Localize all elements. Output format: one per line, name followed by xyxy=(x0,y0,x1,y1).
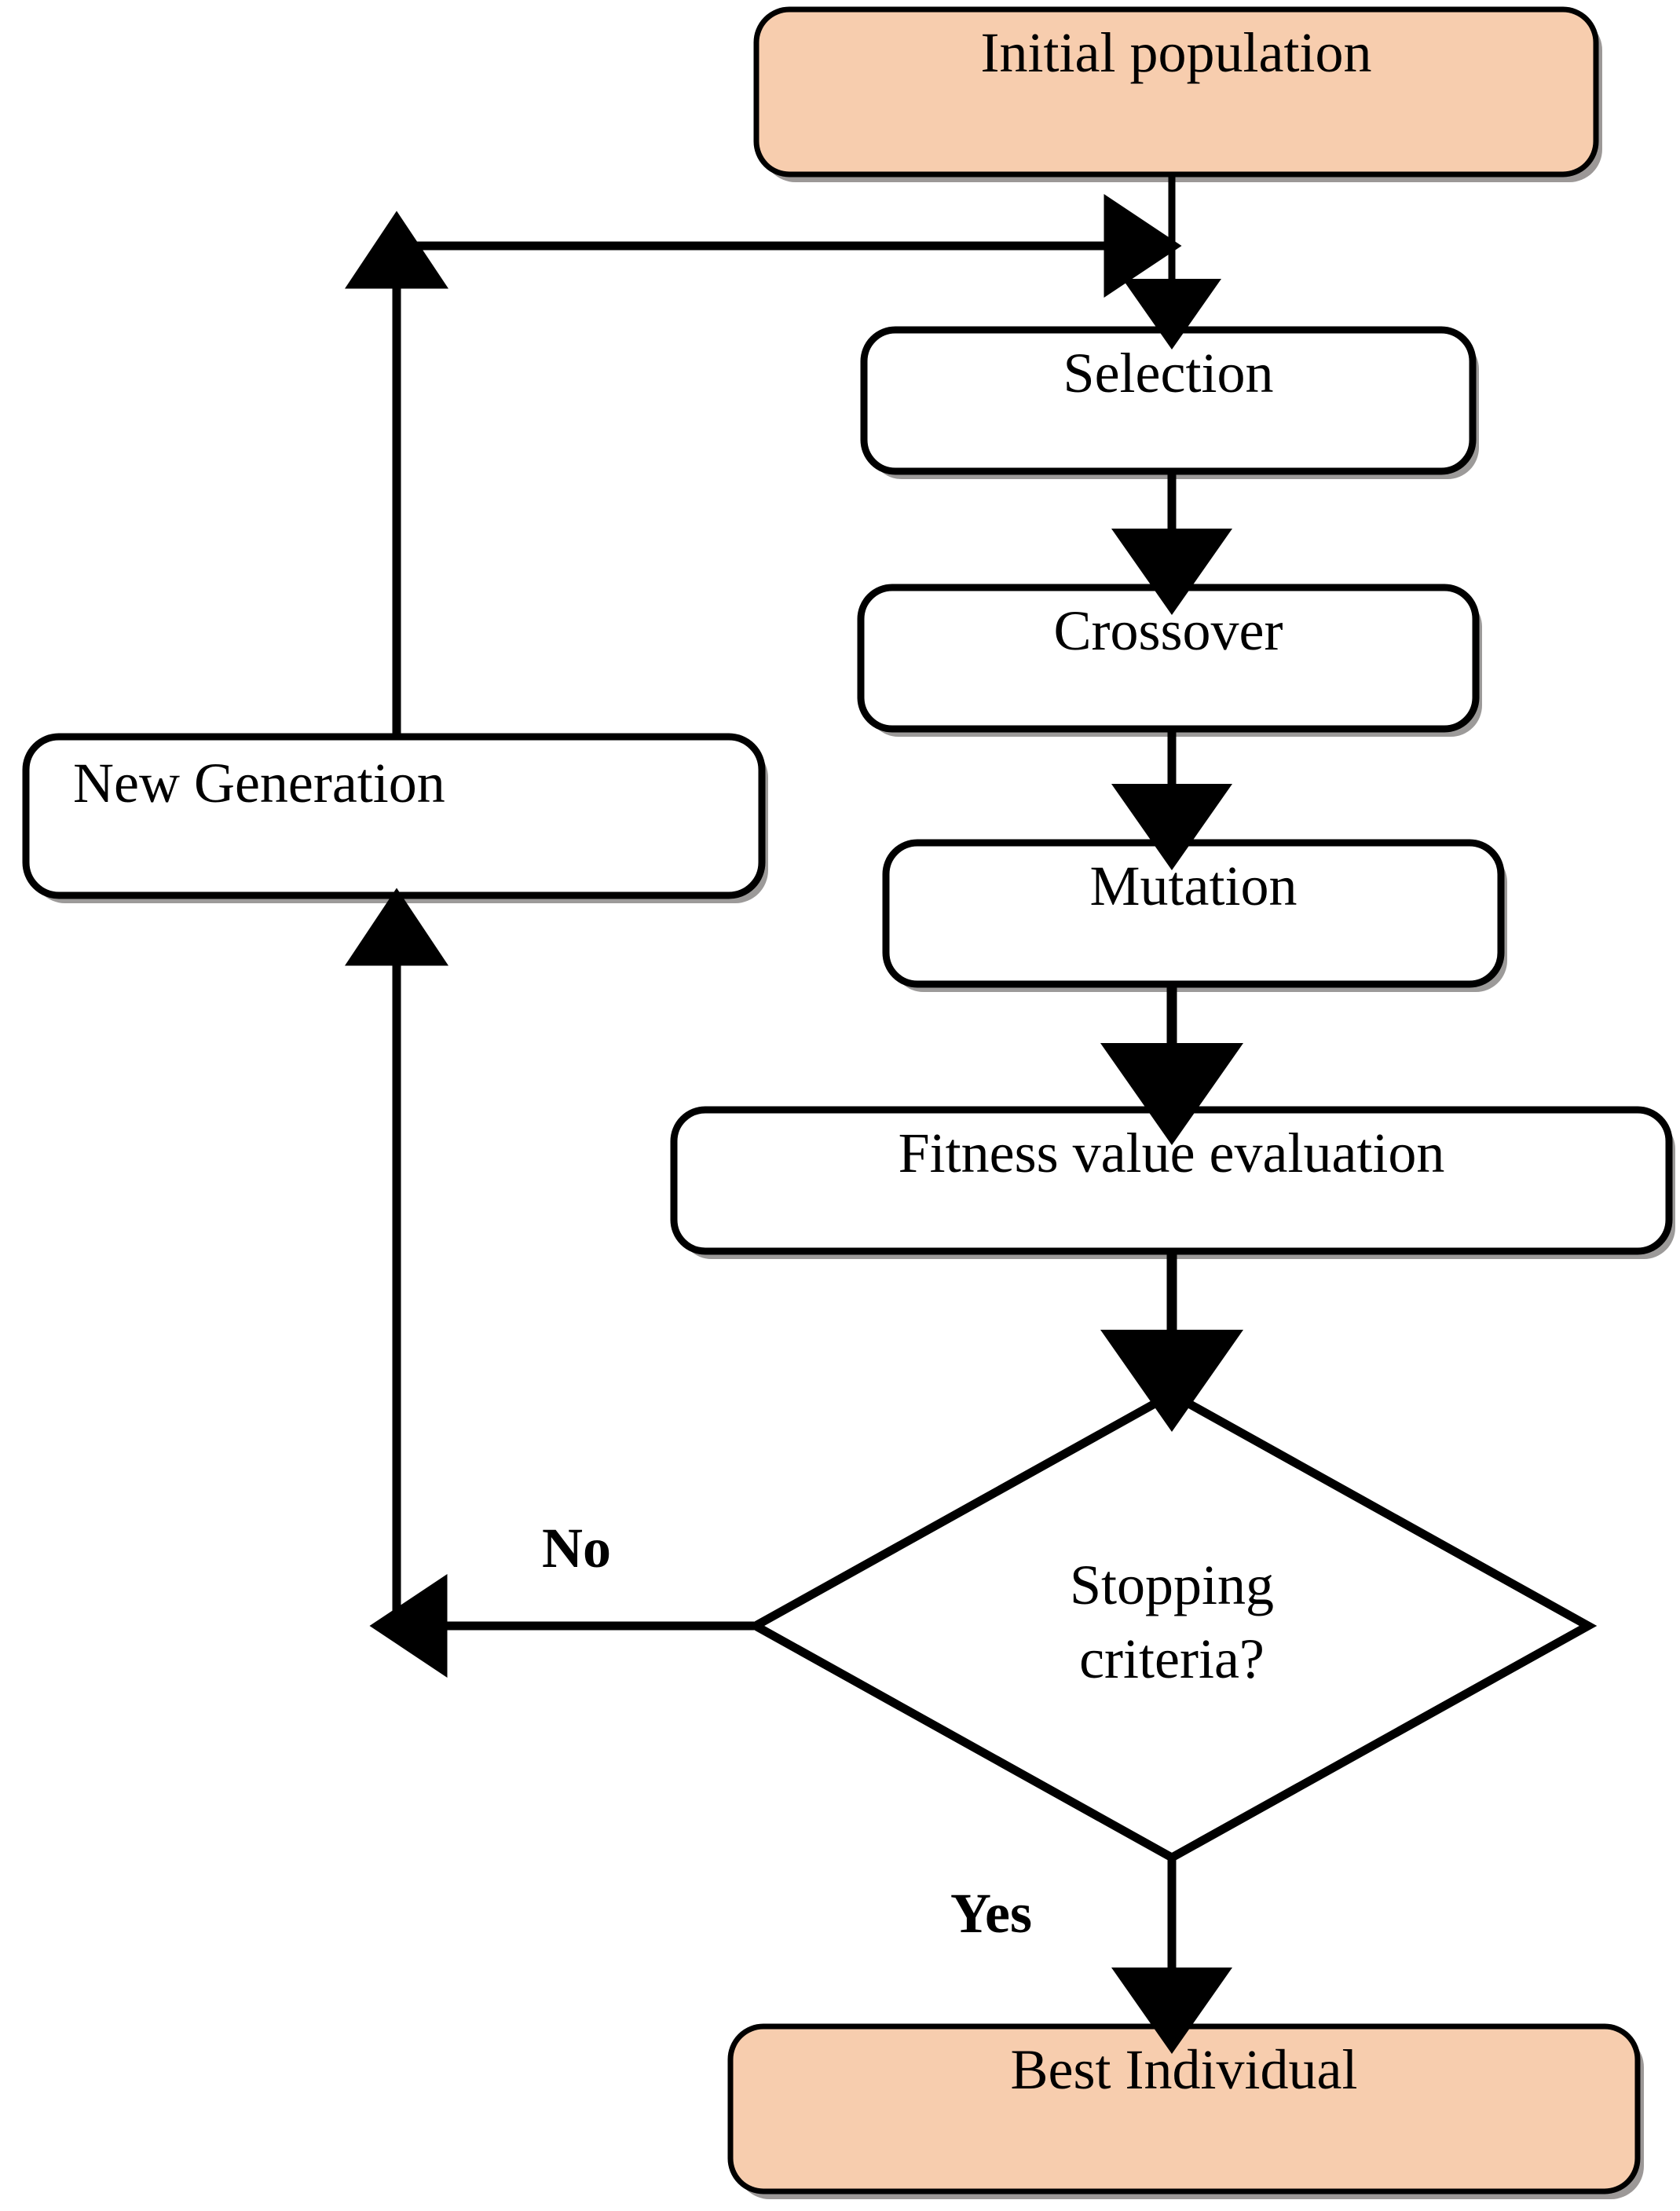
edge-label-yes: Yes xyxy=(950,1882,1032,1945)
node-fitness-value-evaluation[interactable] xyxy=(670,1106,1675,1259)
node-mutation[interactable] xyxy=(882,839,1507,992)
edge-stopping-no-to-new-generation xyxy=(345,888,754,1678)
node-crossover[interactable] xyxy=(857,584,1482,737)
node-best-individual[interactable] xyxy=(727,2023,1644,2199)
node-initial-population[interactable] xyxy=(753,6,1602,182)
node-stopping-criteria[interactable] xyxy=(746,1389,1598,1863)
edge-new-generation-to-spine xyxy=(345,194,1182,737)
edge-label-no: No xyxy=(542,1517,611,1580)
node-selection[interactable] xyxy=(860,326,1479,479)
node-new-generation[interactable] xyxy=(22,733,768,903)
